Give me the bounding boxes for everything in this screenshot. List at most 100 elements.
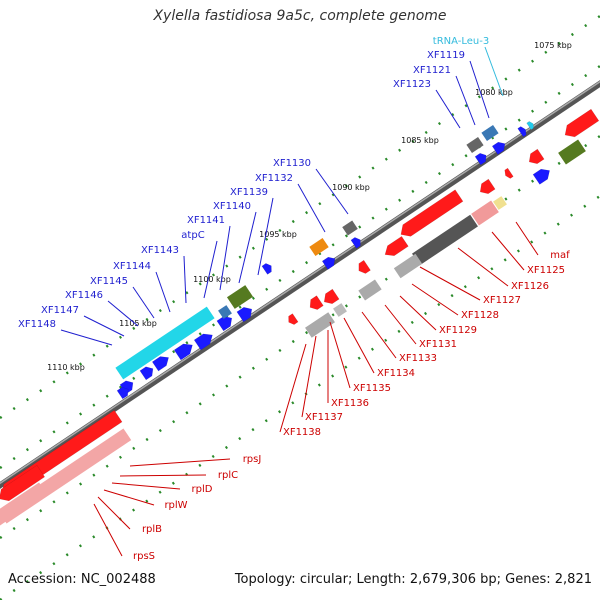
- label-leader: [132, 286, 155, 319]
- forward-gene-arrow: [173, 343, 193, 361]
- forward-gene-arrow: [139, 366, 154, 381]
- forward-gene-label: XF1148: [18, 319, 56, 330]
- accession-label: Accession:: [8, 572, 77, 587]
- scale-tick-label: 1105 kbp: [119, 319, 157, 328]
- reverse-gene-arrow: [323, 288, 340, 305]
- reverse-gene-arrow: [384, 235, 409, 257]
- reverse-gene-arrow: [309, 295, 324, 310]
- forward-gene-label: XF1130: [273, 158, 311, 169]
- length-label: Length:: [356, 572, 406, 587]
- genes-value: 2,821: [554, 572, 592, 587]
- label-leader: [301, 335, 317, 418]
- reverse-gene-arrow: [528, 148, 545, 165]
- label-leader: [419, 266, 481, 301]
- label-leader: [97, 496, 131, 530]
- label-leader: [103, 489, 155, 506]
- guide-line: [0, 14, 600, 420]
- forward-gene-label: XF1119: [427, 50, 465, 61]
- forward-gene-arrow: [193, 333, 213, 351]
- label-leader: [343, 317, 375, 374]
- label-leader: [457, 247, 509, 287]
- scale-tick-label: 1075 kbp: [534, 41, 572, 50]
- label-leader: [183, 255, 187, 304]
- forward-gene-arrow: [151, 356, 169, 372]
- label-leader: [315, 168, 349, 215]
- label-leader: [384, 304, 417, 345]
- forward-gene-label: atpC: [181, 230, 204, 241]
- genome-backbone: [0, 80, 600, 489]
- reverse-gene-arrow: [0, 464, 46, 502]
- scale-tick-label: 1100 kbp: [193, 275, 231, 284]
- guide-line: [0, 194, 600, 600]
- reverse-gene-label: XF1128: [461, 310, 499, 321]
- forward-gene-label: XF1144: [113, 261, 151, 272]
- label-leader: [399, 295, 437, 331]
- forward-gene-label: XF1147: [41, 305, 79, 316]
- label-leader: [361, 311, 397, 359]
- gene-track: [0, 108, 600, 528]
- feature-box: [115, 306, 215, 380]
- scale-tick-label: 1080 kbp: [475, 88, 513, 97]
- label-leader: [60, 329, 113, 346]
- label-leader: [155, 271, 171, 313]
- reverse-feature-box: [358, 279, 382, 301]
- guide-line: [0, 64, 600, 470]
- reverse-gene-arrow: [564, 108, 600, 138]
- reverse-feature-box: [493, 196, 507, 210]
- forward-gene-label: XF1143: [141, 245, 179, 256]
- guide-line: [0, 134, 600, 540]
- gene-labels: tRNA-Leu-3XF1119XF1121XF1123XF1130XF1132…: [18, 36, 570, 562]
- forward-gene-arrow: [321, 256, 336, 270]
- feature-box: [226, 285, 254, 309]
- reverse-feature-box: [0, 482, 47, 528]
- forward-gene-arrow: [236, 306, 253, 323]
- feature-box: [309, 237, 329, 257]
- label-leader: [107, 300, 139, 327]
- forward-gene-arrow: [532, 168, 550, 185]
- reverse-feature-box: [471, 200, 499, 226]
- backbone-highlight: [0, 80, 600, 485]
- reverse-gene-arrow: [479, 178, 496, 195]
- label-leader: [469, 60, 490, 119]
- genome-stats-footer: Topology: circular; Length: 2,679,306 bp…: [235, 572, 592, 587]
- label-leader-lines: [60, 46, 539, 557]
- feature-box: [466, 136, 484, 154]
- forward-gene-arrow: [491, 141, 506, 155]
- reverse-gene-label: rpsJ: [243, 454, 262, 465]
- accession-value: NC_002488: [80, 572, 156, 587]
- label-leader: [455, 75, 476, 126]
- reverse-gene-label: maf: [550, 250, 570, 261]
- reverse-gene-label: XF1127: [483, 295, 521, 306]
- reverse-gene-label: XF1134: [377, 368, 415, 379]
- label-leader: [219, 225, 231, 291]
- feature-box: [218, 305, 232, 319]
- reverse-gene-label: XF1137: [305, 412, 343, 423]
- reverse-gene-label: XF1136: [331, 398, 369, 409]
- reverse-gene-label: XF1126: [511, 281, 549, 292]
- reverse-gene-label: rplD: [192, 484, 213, 495]
- reverse-gene-label: XF1138: [283, 427, 321, 438]
- reverse-gene-label: XF1129: [439, 325, 477, 336]
- label-leader: [238, 211, 257, 284]
- reverse-feature-box: [333, 303, 347, 317]
- label-leader: [119, 474, 207, 477]
- forward-gene-arrow: [261, 263, 272, 275]
- forward-gene-label: XF1141: [187, 215, 225, 226]
- forward-gene-label: tRNA-Leu-3: [433, 36, 489, 47]
- label-leader: [435, 89, 461, 129]
- label-leader: [297, 183, 326, 233]
- reverse-gene-arrow: [504, 167, 514, 179]
- trna-gene-arrow: [517, 126, 527, 138]
- forward-gene-label: XF1123: [393, 79, 431, 90]
- topology-label: Topology:: [234, 572, 296, 587]
- label-leader: [129, 458, 231, 467]
- reverse-gene-label: rplB: [142, 524, 162, 535]
- feature-box: [481, 124, 499, 142]
- reverse-gene-label: XF1125: [527, 265, 565, 276]
- label-leader: [203, 240, 218, 299]
- label-leader: [515, 221, 539, 256]
- reverse-gene-label: rpsS: [133, 551, 155, 562]
- map-title: Xylella fastidiosa 9a5c, complete genome: [153, 8, 447, 24]
- forward-gene-label: XF1139: [230, 187, 268, 198]
